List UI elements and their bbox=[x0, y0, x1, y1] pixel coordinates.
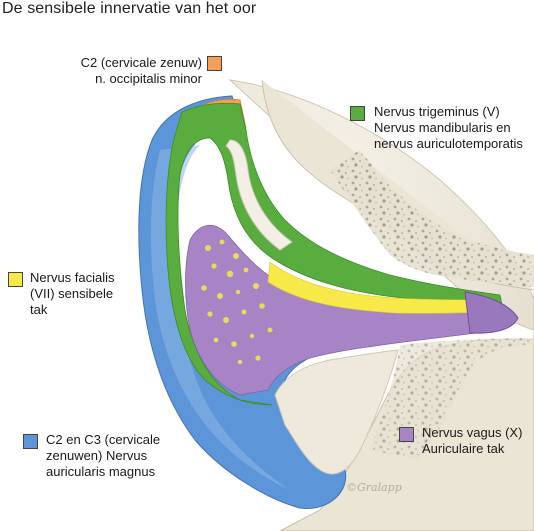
temporal-bone bbox=[261, 79, 534, 531]
label-c2-line-1: C2 (cervicale zenuw) bbox=[80, 55, 202, 70]
label-facialis: Nervus facialis (VII) sensibele tak bbox=[30, 270, 115, 318]
eardrum bbox=[464, 291, 519, 334]
label-c2c3-line-1: C2 en C3 (cervicale bbox=[46, 432, 161, 447]
label-vagus-line-2: Auriculaire tak bbox=[422, 441, 505, 456]
label-trigeminus-line-1: Nervus trigeminus (V) bbox=[374, 104, 500, 119]
artist-credit: ©Gralapp bbox=[346, 481, 402, 494]
label-trigeminus-line-3: nervus auriculotemporatis bbox=[374, 136, 523, 151]
swatch-vagus-purple bbox=[399, 427, 414, 442]
label-c2: C2 (cervicale zenuw) n. occipitalis mino… bbox=[78, 55, 202, 87]
label-c2-line-2: n. occipitalis minor bbox=[95, 71, 202, 86]
green-trigeminus-region bbox=[165, 102, 503, 406]
label-facialis-line-3: tak bbox=[30, 302, 48, 317]
spongy-bone-upper bbox=[330, 150, 534, 287]
label-vagus-line-1: Nervus vagus (X) bbox=[422, 425, 523, 440]
swatch-facialis-yellow bbox=[8, 272, 23, 287]
label-facialis-line-2: (VII) sensibele bbox=[30, 286, 114, 301]
page-title: De sensibele innervatie van het oor bbox=[2, 0, 257, 17]
lobe-tissue bbox=[274, 349, 399, 475]
facialis-dots bbox=[201, 239, 273, 365]
swatch-trigeminus-green bbox=[350, 106, 365, 121]
swatch-c2-orange bbox=[207, 56, 222, 71]
label-c2c3-line-3: auricularis magnus bbox=[46, 464, 156, 479]
label-facialis-line-1: Nervus facialis bbox=[30, 270, 115, 285]
label-c2c3-line-2: zenuwen) Nervus bbox=[46, 448, 148, 463]
label-trigeminus-line-2: Nervus mandibularis en bbox=[374, 120, 511, 135]
label-vagus: Nervus vagus (X) Auriculaire tak bbox=[422, 425, 522, 457]
swatch-c2c3-blue bbox=[23, 434, 38, 449]
antihelix-fold bbox=[225, 139, 293, 251]
label-c2c3: C2 en C3 (cervicale zenuwen) Nervus auri… bbox=[46, 432, 160, 480]
label-trigeminus: Nervus trigeminus (V) Nervus mandibulari… bbox=[374, 104, 523, 152]
